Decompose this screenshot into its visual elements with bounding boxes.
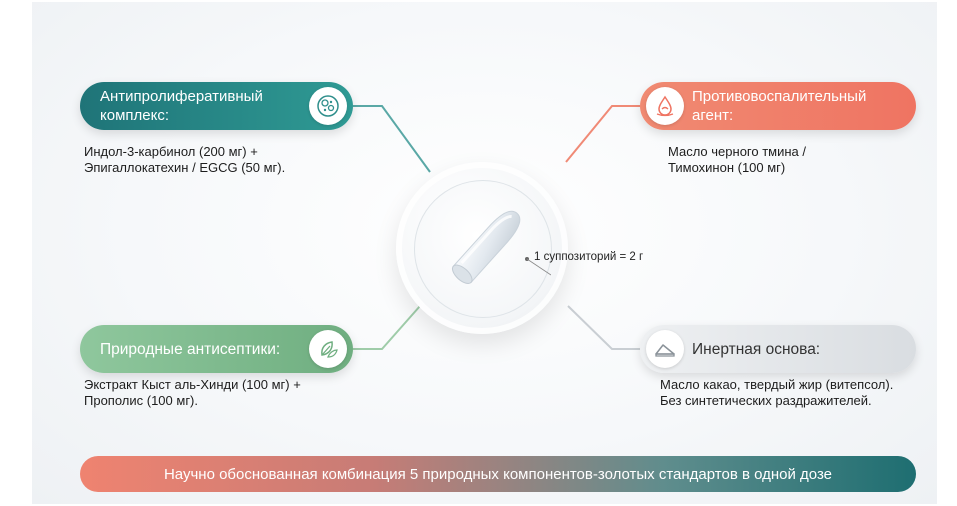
antiproliferative-title: Антипролиферативный комплекс:	[80, 87, 271, 125]
antiproliferative-desc-line2: Эпигаллокатехин / EGCG (50 мг).	[84, 160, 286, 175]
antiproliferative-description: Индол-3-карбинол (200 мг) + Эпигаллокате…	[84, 144, 285, 176]
leaves-icon	[309, 330, 347, 368]
antiproliferative-pill: Антипролиферативный комплекс:	[80, 82, 353, 130]
anti-inflammatory-title: Противовоспалительный агент:	[640, 87, 874, 125]
bottom-banner: Научно обоснованная комбинация 5 природн…	[80, 456, 916, 492]
antiproliferative-desc-line1: Индол-3-карбинол (200 мг) +	[84, 144, 258, 159]
cell-icon	[309, 87, 347, 125]
antiseptics-title: Природные антисептики:	[100, 340, 281, 358]
anti-inflammatory-desc-line2: Тимохинон (100 мг)	[668, 160, 786, 175]
butter-icon	[646, 330, 684, 368]
connector-bottom-right	[567, 305, 640, 350]
inert-base-desc-line1: Масло какао, твердый жир (витепсол).	[660, 377, 894, 392]
connector-top-right	[565, 105, 640, 163]
antiproliferative-title-line1: Антипролиферативный	[100, 88, 263, 105]
dose-label: 1 суппозиторий = 2 г	[534, 251, 644, 263]
anti-inflammatory-desc-line1: Масло черного тмина /	[668, 144, 807, 159]
banner-text: Научно обоснованная комбинация 5 природн…	[163, 465, 833, 483]
connector-bottom-left	[353, 305, 421, 350]
anti-inflammatory-description: Масло черного тмина / Тимохинон (100 мг)	[668, 144, 806, 176]
antiproliferative-title-line2: комплекс:	[100, 107, 170, 124]
suppository-image	[451, 210, 552, 284]
inert-base-desc-line2: Без синтетических раздражителей.	[660, 393, 872, 408]
anti-inflammatory-pill: Противовоспалительный агент:	[640, 82, 916, 130]
inert-base-pill: Инертная основа:	[640, 325, 916, 373]
product-inner-circle	[414, 180, 552, 318]
antiseptics-desc-line1: Экстракт Кыст аль-Хинди (100 мг) +	[84, 377, 301, 392]
inert-base-title: Инертная основа:	[692, 340, 821, 358]
anti-inflammatory-title-line1: Противовоспалительный	[692, 88, 867, 105]
drop-leaf-icon	[646, 87, 684, 125]
anti-inflammatory-title-line2: агент:	[692, 107, 734, 124]
antiseptics-pill: Природные антисептики:	[80, 325, 353, 373]
antiseptics-description: Экстракт Кыст аль-Хинди (100 мг) + Пропо…	[84, 377, 301, 409]
connector-top-left	[353, 105, 431, 173]
product-circle	[396, 162, 568, 334]
antiseptics-desc-line2: Прополис (100 мг).	[84, 393, 198, 408]
inert-base-description: Масло какао, твердый жир (витепсол). Без…	[660, 377, 893, 409]
